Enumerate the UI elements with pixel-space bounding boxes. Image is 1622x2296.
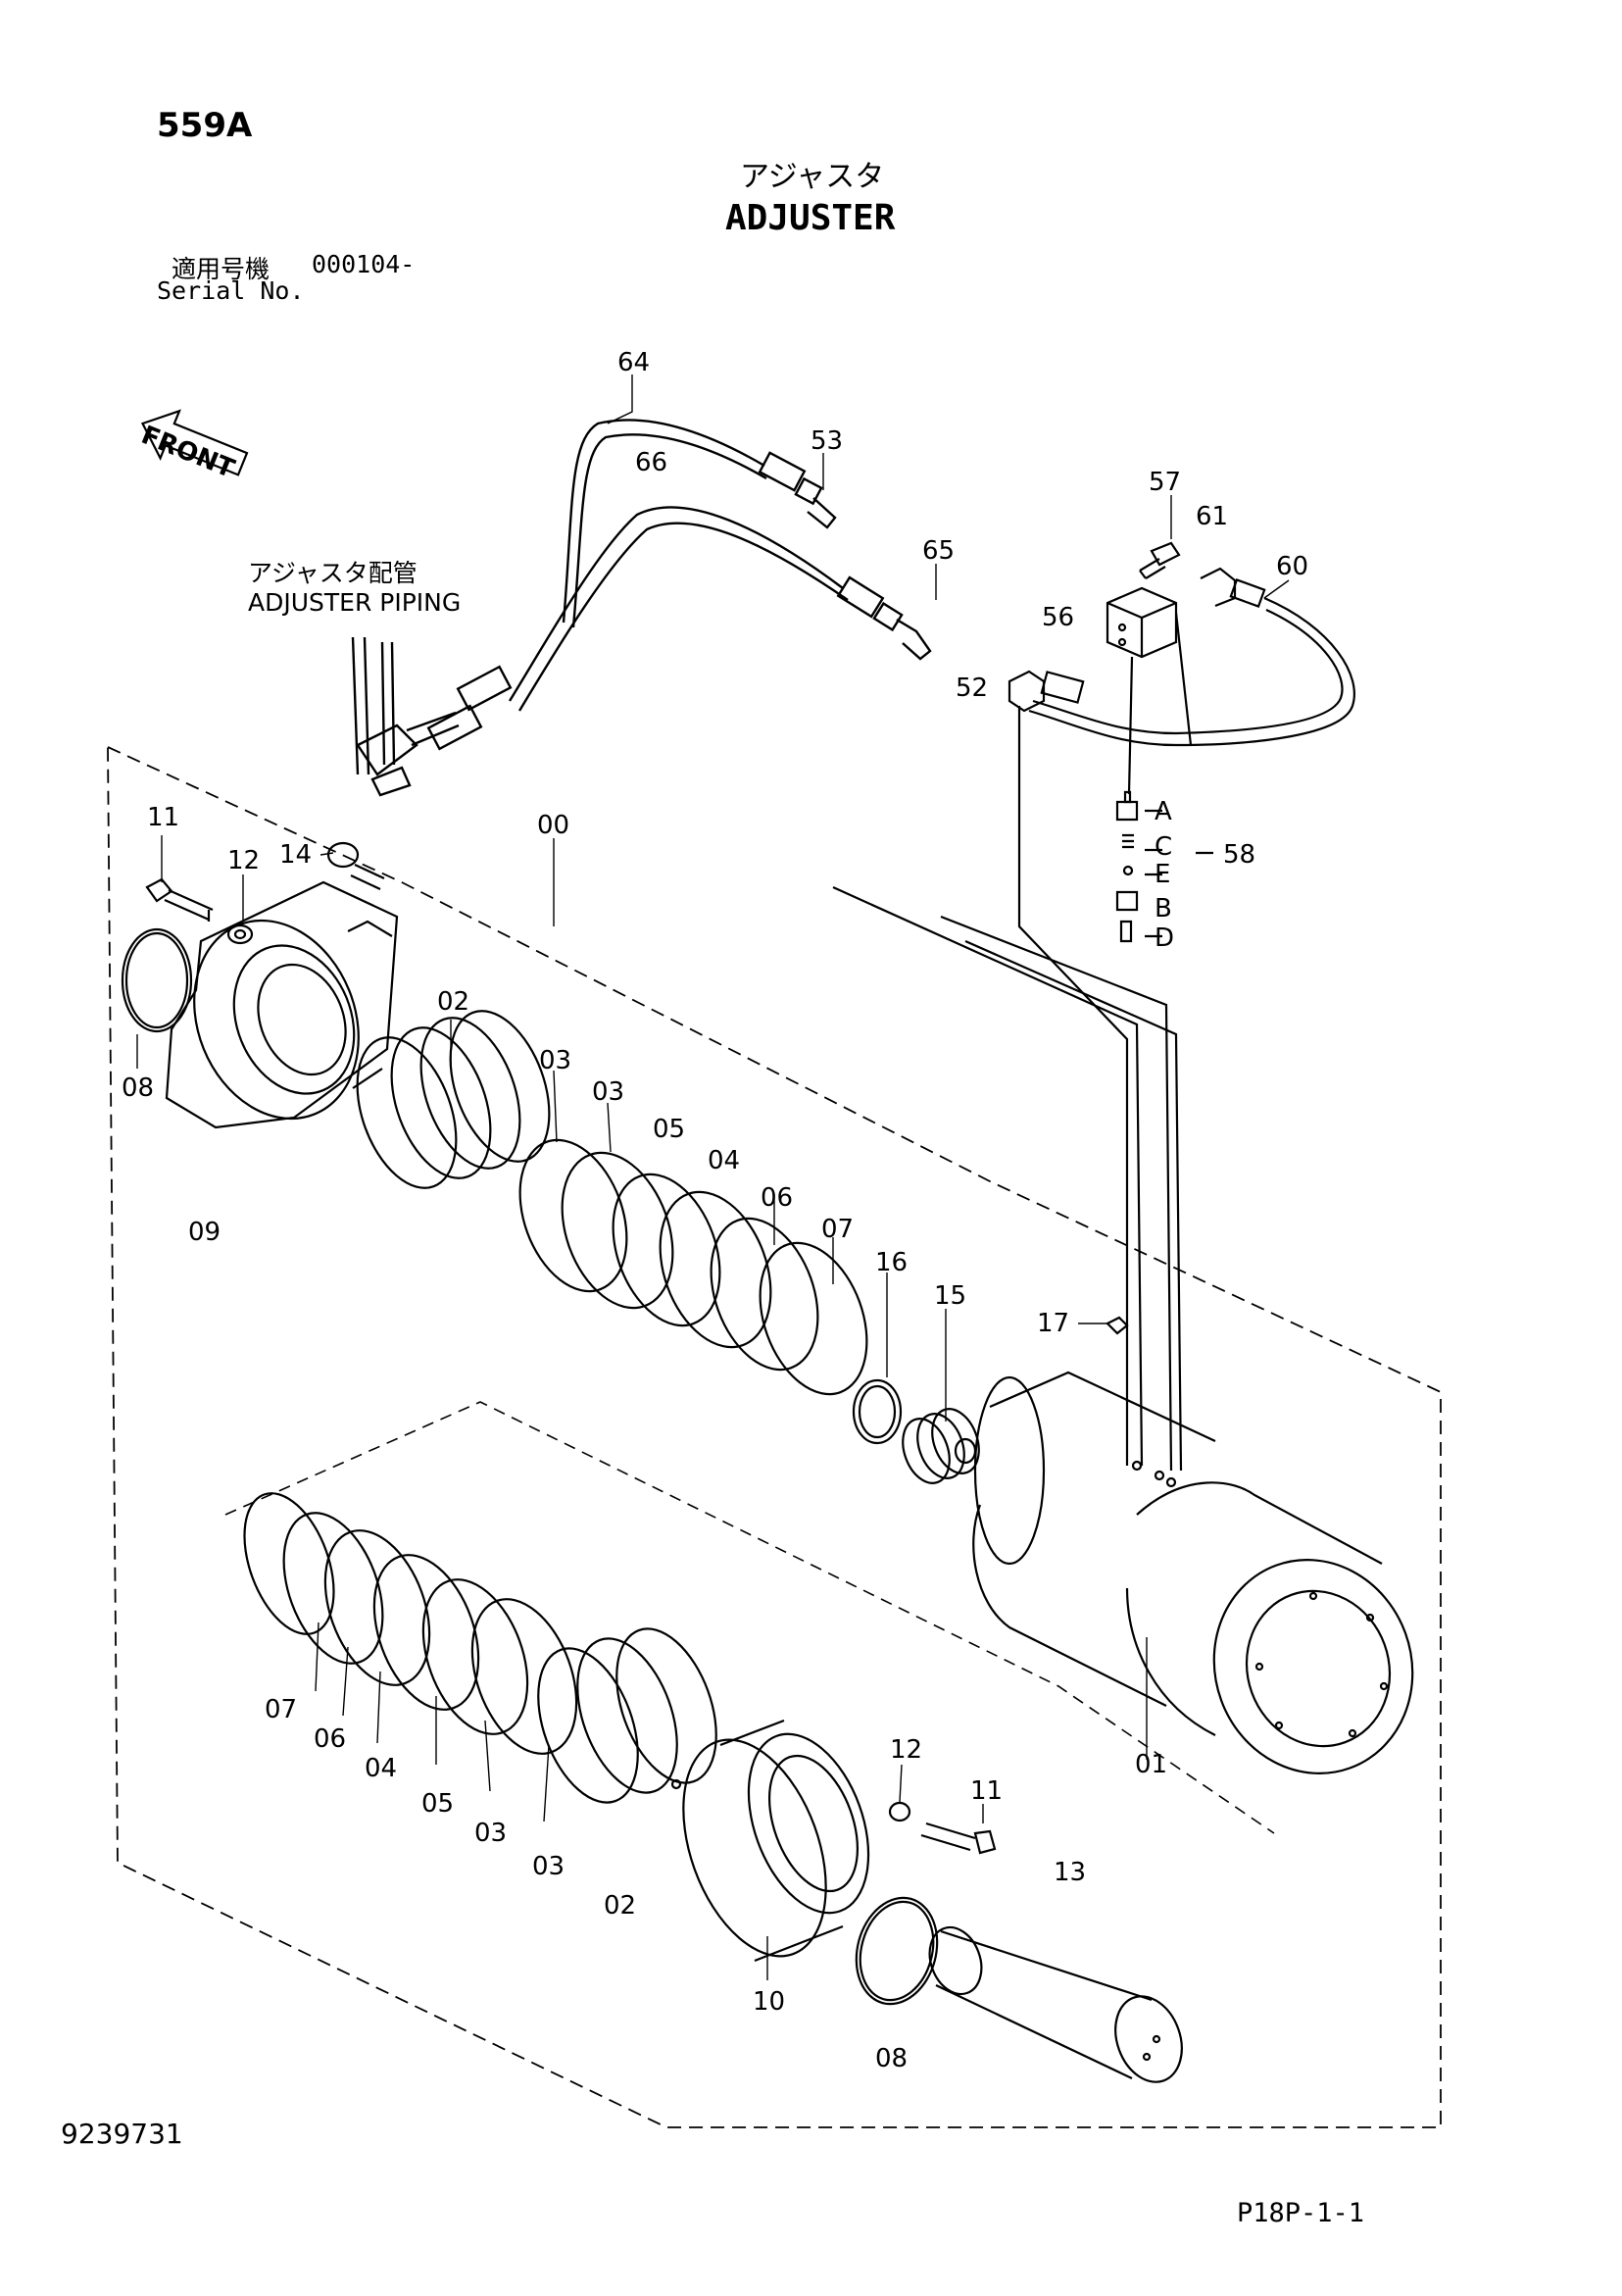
lower-packing-stack — [243, 1492, 717, 1804]
valve-letter-e: E — [1155, 860, 1170, 889]
part-label-58: 58 — [1223, 840, 1255, 870]
piping-label-japanese: アジャスタ配管 — [248, 559, 418, 587]
valve-letter-b: B — [1155, 894, 1172, 923]
part-label-12-lower: 12 — [890, 1735, 922, 1765]
cylinder-01 — [972, 1316, 1414, 1774]
part-label-05-lower: 05 — [421, 1789, 454, 1819]
part-label-13: 13 — [1054, 1858, 1086, 1887]
part-label-52: 52 — [956, 674, 988, 703]
part-label-03-a: 03 — [539, 1046, 571, 1075]
part-label-65: 65 — [922, 536, 955, 566]
part-label-57: 57 — [1149, 468, 1181, 497]
part-label-66: 66 — [635, 448, 667, 477]
valve-letter-a: A — [1155, 797, 1172, 826]
part-label-03-b: 03 — [592, 1077, 624, 1107]
drawing-number: 9239731 — [61, 2118, 183, 2150]
part-label-09: 09 — [188, 1218, 221, 1247]
front-arrow-icon — [140, 409, 249, 476]
title-japanese: アジャスタ — [740, 160, 885, 194]
serial-label-japanese: 適用号機 — [172, 255, 270, 283]
part-label-61: 61 — [1196, 502, 1228, 531]
valve-block-piping — [832, 541, 1355, 1472]
part-label-17: 17 — [1037, 1309, 1069, 1338]
page-reference: P18P-1-1 — [1237, 2198, 1365, 2228]
part-label-11-lower: 11 — [970, 1776, 1003, 1806]
part-label-12-upper: 12 — [227, 846, 260, 875]
part-label-02-upper: 02 — [437, 987, 469, 1017]
part-label-00: 00 — [537, 811, 569, 840]
part-label-11-upper: 11 — [147, 803, 179, 832]
adjuster-piping — [351, 419, 932, 797]
part-label-06-upper: 06 — [761, 1183, 793, 1213]
lower-tray-outline — [224, 1401, 1275, 1834]
serial-label-english: Serial No. — [157, 276, 305, 305]
part-label-14: 14 — [279, 840, 312, 870]
part-label-03-d: 03 — [532, 1852, 565, 1881]
valve-letter-c: C — [1155, 832, 1172, 862]
leader-lines — [136, 374, 1290, 1980]
part-label-60: 60 — [1276, 552, 1308, 581]
part-label-04-upper: 04 — [708, 1146, 740, 1175]
valve-letter-d: D — [1155, 923, 1174, 953]
page-code: 559A — [157, 106, 253, 145]
part-label-56: 56 — [1042, 603, 1074, 632]
part-label-08-upper: 08 — [122, 1073, 154, 1103]
part-label-15: 15 — [934, 1281, 966, 1311]
part-label-04-lower: 04 — [365, 1754, 397, 1783]
part-label-07-upper: 07 — [821, 1215, 854, 1244]
part-label-03-c: 03 — [474, 1819, 507, 1848]
part-label-08-lower: 08 — [875, 2044, 908, 2073]
part-label-16: 16 — [875, 1248, 908, 1277]
title-english: ADJUSTER — [725, 198, 896, 238]
part-label-01: 01 — [1135, 1750, 1167, 1779]
serial-value: 000104- — [312, 250, 416, 278]
part-number-labels: FRONT 64 66 53 65 57 61 60 56 52 A C E B… — [122, 348, 1308, 2073]
upper-packing-stack — [356, 1010, 980, 1484]
piping-label-english: ADJUSTER PIPING — [248, 588, 462, 617]
part-label-64: 64 — [617, 348, 650, 377]
part-label-10: 10 — [753, 1987, 785, 2017]
assembly-boundary — [107, 745, 1442, 2128]
part-label-53: 53 — [811, 426, 843, 456]
part-label-06-lower: 06 — [314, 1724, 346, 1754]
part-label-05-upper: 05 — [653, 1115, 685, 1144]
end-flange-10 — [682, 1719, 1183, 2083]
end-flange-09 — [121, 841, 399, 1129]
part-label-07-lower: 07 — [265, 1695, 297, 1724]
part-label-02-lower: 02 — [604, 1891, 636, 1921]
